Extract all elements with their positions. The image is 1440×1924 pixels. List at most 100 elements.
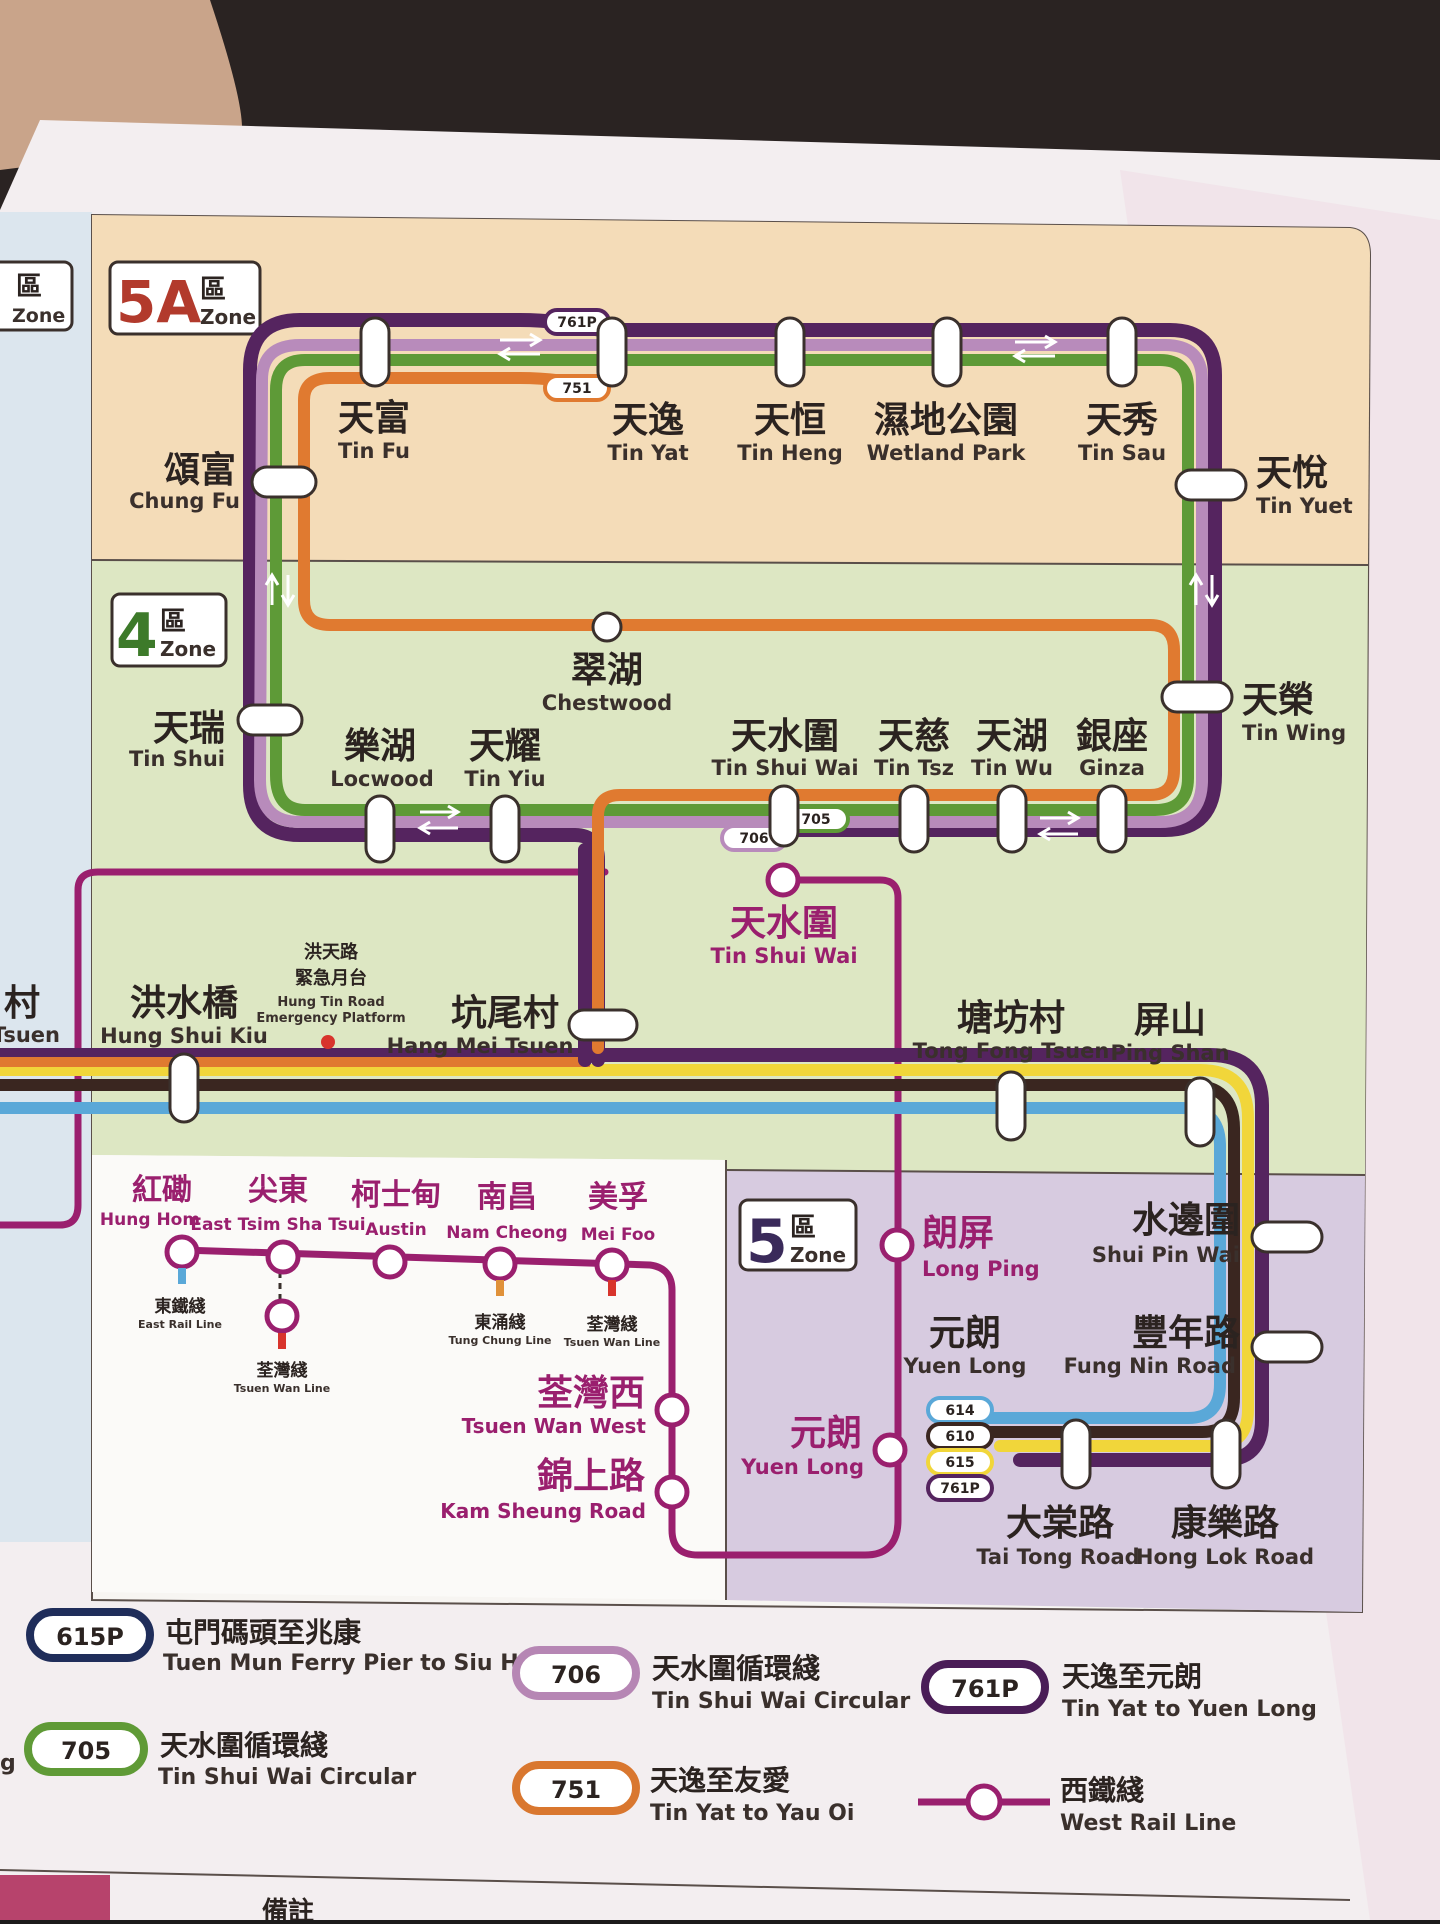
- svg-text:緊急月台: 緊急月台: [295, 967, 367, 989]
- stop-tong-fong-tsuen: [995, 1070, 1027, 1142]
- svg-text:Tin Shui Wai: Tin Shui Wai: [711, 756, 858, 780]
- stop-tin-wu: [996, 784, 1028, 854]
- svg-text:Tuen Mun Ferry Pier to Siu Hon: Tuen Mun Ferry Pier to Siu Hong: [163, 1651, 565, 1676]
- svg-text:Tung Chung Line: Tung Chung Line: [448, 1334, 551, 1347]
- svg-text:Hang Mei Tsuen: Hang Mei Tsuen: [387, 1034, 574, 1058]
- svg-text:天逸至友愛: 天逸至友愛: [650, 1764, 790, 1797]
- svg-text:Tin Tsz: Tin Tsz: [874, 756, 954, 780]
- stop-tin-wing: [1160, 680, 1234, 714]
- svg-text:村: 村: [4, 983, 40, 1024]
- svg-text:761P: 761P: [940, 1481, 979, 1497]
- svg-text:區: 區: [200, 275, 226, 305]
- svg-text:Tin Shui Wai: Tin Shui Wai: [710, 944, 857, 968]
- svg-text:天悅: 天悅: [1256, 453, 1328, 494]
- svg-text:761P: 761P: [557, 315, 596, 331]
- footer-partial-text: 備註: [262, 1896, 314, 1920]
- interchange-labels: 東鐵綫 East Rail Line 荃灣綫 Tsuen Wan Line 東涌…: [138, 1296, 660, 1395]
- svg-text:錦上路: 錦上路: [537, 1456, 646, 1497]
- svg-text:614: 614: [945, 1403, 974, 1419]
- route-tags: 761P 751 705 706 614 610 615 761P: [543, 308, 994, 1502]
- svg-text:天慈: 天慈: [878, 716, 950, 757]
- svg-text:天水圍循環綫: 天水圍循環綫: [160, 1729, 328, 1762]
- stop-tin-yat: [596, 316, 628, 388]
- zone-5a-area: [92, 215, 1370, 565]
- stop-ginza: [1096, 784, 1128, 854]
- zone-5a-box: 5A 區 Zone: [108, 260, 262, 336]
- stop-tin-shui-wai: [768, 784, 800, 848]
- svg-text:Wetland Park: Wetland Park: [867, 441, 1027, 465]
- svg-text:Shui Pin Wai: Shui Pin Wai: [1092, 1243, 1240, 1267]
- svg-text:豐年路: 豐年路: [1132, 1313, 1241, 1354]
- stop-chung-fu: [250, 465, 318, 499]
- legend-item-705: 705 天水圍循環綫 Tin Shui Wai Circular: [24, 1722, 416, 1790]
- svg-text:區: 區: [16, 272, 42, 302]
- svg-text:大棠路: 大棠路: [1006, 1503, 1115, 1544]
- svg-text:615: 615: [945, 1455, 974, 1471]
- svg-text:Tai Tong Road: Tai Tong Road: [976, 1545, 1139, 1569]
- svg-text:705: 705: [61, 1737, 111, 1765]
- stop-shui-pin-wai: [1250, 1220, 1324, 1254]
- map-frame: [91, 213, 1372, 1614]
- legend: g 615P 屯門碼頭至兆康 Tuen Mun Ferry Pier to Si…: [0, 1608, 1317, 1836]
- svg-text:元朗: 元朗: [929, 1313, 1001, 1354]
- svg-text:Long Ping: Long Ping: [922, 1257, 1040, 1281]
- svg-text:West Rail Line: West Rail Line: [1060, 1811, 1236, 1836]
- svg-text:Chung Fu: Chung Fu: [129, 489, 240, 513]
- svg-text:東涌綫: 東涌綫: [475, 1312, 526, 1333]
- stop-hang-mei-tsuen: [567, 1008, 639, 1042]
- svg-text:頌富: 頌富: [164, 449, 236, 491]
- inset-area: [92, 1155, 726, 1600]
- svg-text:610: 610: [945, 1429, 974, 1445]
- svg-text:Zone: Zone: [12, 305, 65, 327]
- svg-text:元朗: 元朗: [790, 1413, 862, 1454]
- svg-text:天水圍: 天水圍: [731, 716, 839, 757]
- stop-tai-tong-road: [1060, 1418, 1092, 1490]
- legend-item-615p: 615P 屯門碼頭至兆康 Tuen Mun Ferry Pier to Siu …: [26, 1608, 565, 1676]
- legend-item-706: 706 天水圍循環綫 Tin Shui Wai Circular: [512, 1646, 910, 1714]
- svg-text:Tong Fong Tsuen: Tong Fong Tsuen: [913, 1039, 1110, 1063]
- svg-text:4: 4: [116, 601, 158, 671]
- rail-yuen-long: [872, 1432, 908, 1468]
- svg-text:翠湖: 翠湖: [571, 650, 643, 691]
- svg-text:Tin Wing: Tin Wing: [1242, 721, 1346, 745]
- west-rail-line: [0, 868, 902, 1559]
- svg-text:天秀: 天秀: [1086, 400, 1158, 441]
- svg-text:Nam Cheong: Nam Cheong: [446, 1223, 567, 1243]
- rail-austin: [372, 1244, 408, 1280]
- rail-kam-sheung-road: [654, 1474, 690, 1510]
- stop-locwood: [364, 794, 396, 864]
- svg-text:Tin Fu: Tin Fu: [338, 439, 410, 463]
- svg-text:朗屏: 朗屏: [922, 1213, 994, 1254]
- svg-text:Hung Shui Kiu: Hung Shui Kiu: [100, 1024, 268, 1048]
- svg-text:Tin Wu: Tin Wu: [971, 756, 1053, 780]
- stop-tin-sau: [1106, 316, 1138, 388]
- rail-nam-cheong: [482, 1246, 518, 1282]
- svg-text:天恒: 天恒: [754, 400, 826, 441]
- rail-hung-hom: [164, 1234, 200, 1270]
- svg-text:康樂路: 康樂路: [1171, 1502, 1280, 1544]
- svg-text:5: 5: [746, 1207, 788, 1277]
- svg-text:Fung Nin Road: Fung Nin Road: [1064, 1354, 1236, 1378]
- svg-text:Tin Shui Wai Circular: Tin Shui Wai Circular: [652, 1689, 910, 1714]
- station-labels: 天富 Tin Fu 天逸 Tin Yat 天恒 Tin Heng 濕地公園 We…: [0, 397, 1353, 1569]
- svg-text:Hong Lok Road: Hong Lok Road: [1136, 1545, 1314, 1569]
- svg-text:Tin Yat: Tin Yat: [607, 441, 688, 465]
- svg-text:Tin Yat to Yau Oi: Tin Yat to Yau Oi: [650, 1801, 854, 1826]
- svg-text:751: 751: [562, 381, 591, 397]
- svg-text:柯士甸: 柯士甸: [351, 1178, 441, 1213]
- stop-tin-fu: [359, 316, 391, 388]
- stop-tin-heng: [774, 316, 806, 388]
- corner-graphic: [0, 1875, 110, 1920]
- svg-text:751: 751: [551, 1776, 601, 1804]
- emergency-platform-dot: [321, 1035, 335, 1049]
- svg-text:Hung Tin Road: Hung Tin Road: [277, 995, 384, 1010]
- svg-text:Tsuen Wan Line: Tsuen Wan Line: [564, 1336, 660, 1349]
- svg-text:5A: 5A: [116, 268, 201, 336]
- svg-text:Zone: Zone: [790, 1243, 846, 1267]
- svg-text:東鐵綫: 東鐵綫: [155, 1296, 206, 1317]
- svg-text:Tin Sau: Tin Sau: [1078, 441, 1166, 465]
- svg-text:Hung Hom: Hung Hom: [100, 1210, 200, 1230]
- svg-text:Tin Heng: Tin Heng: [737, 441, 843, 465]
- svg-text:Tin Yat to Yuen Long: Tin Yat to Yuen Long: [1062, 1697, 1317, 1722]
